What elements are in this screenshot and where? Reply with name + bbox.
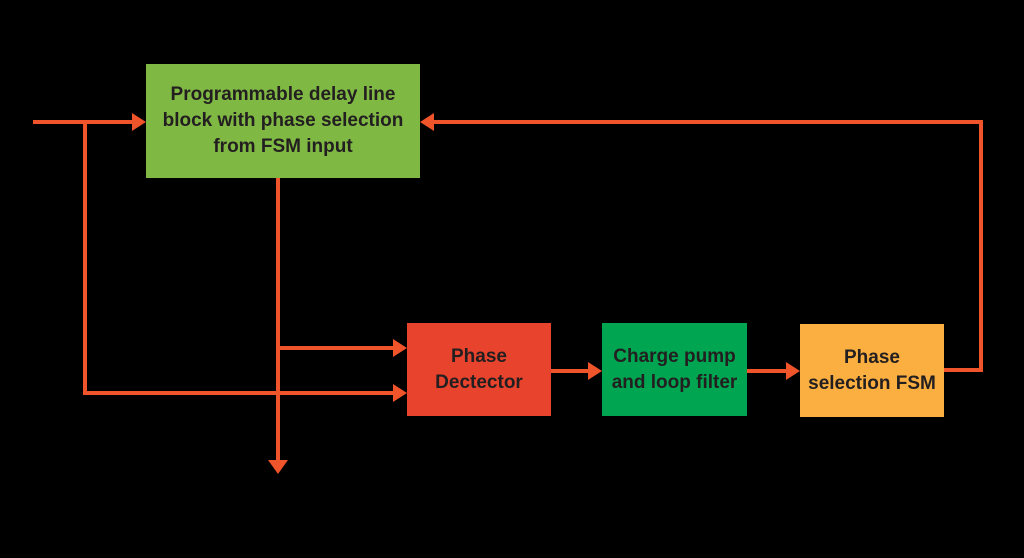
block-charge-pump-label: Charge pump and loop filter (611, 345, 738, 393)
wire-left-vertical (83, 120, 87, 395)
wire-chargepump-to-fsm (747, 369, 786, 373)
block-phase-fsm-label: Phase selection FSM (808, 346, 936, 394)
arrowhead-input-right-icon (132, 113, 146, 131)
wire-lower-horizontal (83, 391, 393, 395)
block-phase-detector-label: Phase Dectector (435, 345, 523, 393)
wire-input-horizontal (33, 120, 132, 124)
arrowhead-fsm-icon (786, 362, 800, 380)
arrowhead-detector-lower-icon (393, 384, 407, 402)
arrowhead-chargepump-icon (588, 362, 602, 380)
arrowhead-detector-upper-icon (393, 339, 407, 357)
arrowhead-output-down-icon (268, 460, 288, 474)
block-phase-fsm: Phase selection FSM (800, 324, 944, 417)
block-delay-line-label: Programmable delay line block with phase… (162, 84, 404, 157)
arrowhead-feedback-left-icon (420, 113, 434, 131)
wire-delay-output-vertical (276, 178, 280, 460)
wire-fsm-out-horizontal (944, 368, 983, 372)
wire-detector-to-chargepump (551, 369, 588, 373)
wire-upper-branch-horizontal (278, 346, 393, 350)
wire-feedback-top-horizontal (434, 120, 983, 124)
wire-feedback-vertical (979, 120, 983, 372)
block-charge-pump: Charge pump and loop filter (602, 323, 747, 416)
block-delay-line: Programmable delay line block with phase… (146, 64, 420, 178)
block-phase-detector: Phase Dectector (407, 323, 551, 416)
